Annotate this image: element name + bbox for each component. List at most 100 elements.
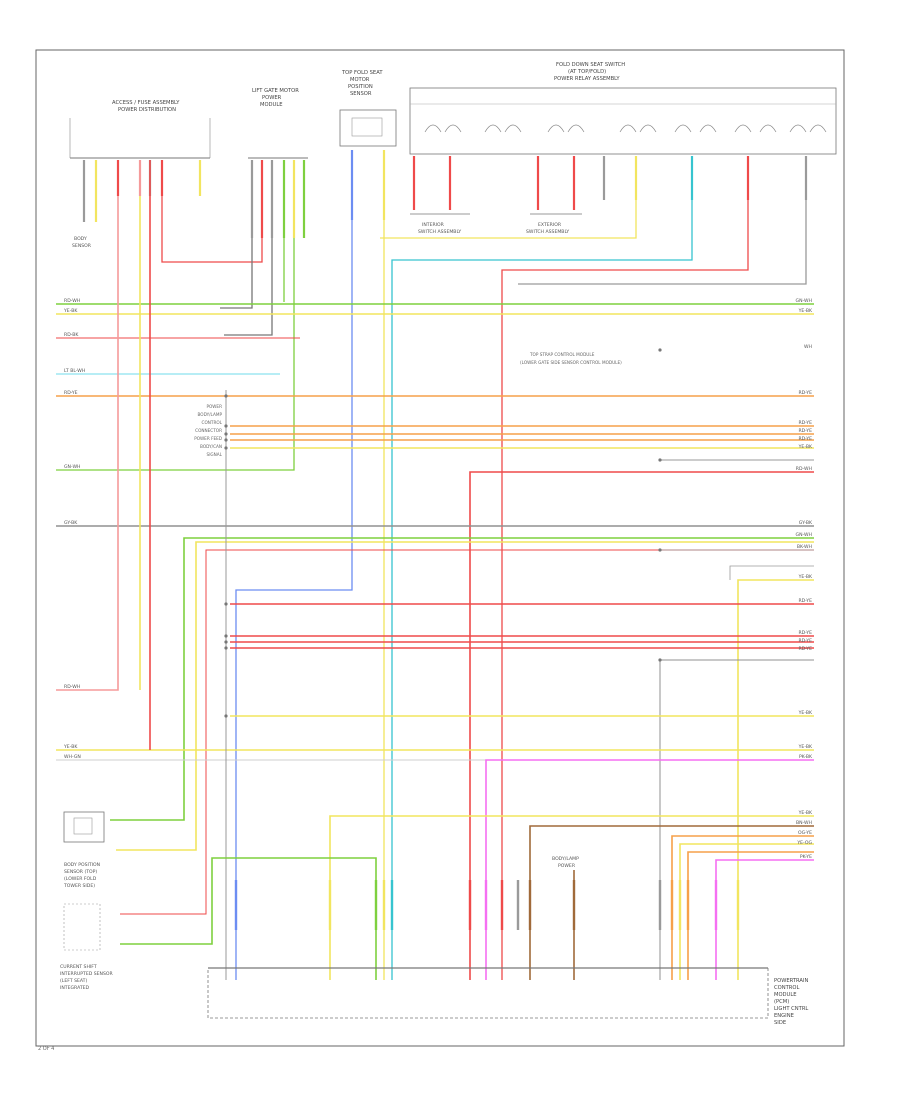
left-label-8: YE-BK <box>63 744 78 750</box>
left-label-9: WH-GN <box>64 754 81 760</box>
center-stack-0: POWER <box>206 404 222 409</box>
lift-gate-title-2: POWER <box>262 95 282 101</box>
right-label-1: YE-BK <box>798 308 813 314</box>
top-wire-stubs <box>82 150 808 238</box>
right-label-10: GN-WH <box>796 532 812 538</box>
body-sensor-label-1: BODY <box>74 236 87 242</box>
left-label-1: YE-BK <box>63 308 78 314</box>
body-position-label-2: SENSOR (TOP) <box>64 869 97 875</box>
left-label-4: RD-YE <box>64 390 78 396</box>
right-label-12: YE-BK <box>798 574 813 580</box>
top-motor-block: TOP FOLD SEAT MOTOR POSITION SENSOR <box>339 70 397 147</box>
right-label-2: WH <box>804 344 812 350</box>
center-bottom-label-1: BODY/LAMP <box>552 856 579 862</box>
right-label-21: BN-WH <box>796 820 812 826</box>
right-label-24: PK-YE <box>800 854 812 860</box>
body-fuse-block: ACCESS / FUSE ASSEMBLY POWER DISTRIBUTIO… <box>69 100 211 159</box>
diagram-frame <box>35 49 845 1047</box>
exterior-switch-label-1: EXTERIOR <box>538 222 562 228</box>
lift-gate-title-3: MODULE <box>260 102 283 108</box>
body-fuse-title-2: POWER DISTRIBUTION <box>118 107 176 113</box>
pcm-title-3: MODULE <box>774 992 797 998</box>
center-stack-3: CONNECTOR <box>195 428 222 433</box>
body-position-sensor: BODY POSITION SENSOR (TOP) (LOWER FOLD T… <box>63 811 105 889</box>
shift-sensor-label-3: (LEFT SEAT) <box>60 978 87 984</box>
center-bottom-component: BODY/LAMP POWER <box>552 856 579 869</box>
midright-note: TOP STRAP CONTROL MODULE (LOWER GATE SID… <box>520 352 622 365</box>
right-label-14: RD-YE <box>798 630 812 636</box>
center-stack-4: POWER FEED <box>194 436 222 441</box>
right-label-4: RD-YE <box>798 420 812 426</box>
left-label-6: GY-BK <box>64 520 78 526</box>
center-stack-2: CONTROL <box>202 420 223 425</box>
midright-note-2: (LOWER GATE SIDE SENSOR CONTROL MODULE) <box>520 360 622 365</box>
right-label-22: OG-YE <box>798 830 812 836</box>
right-label-13: RD-YE <box>798 598 812 604</box>
lift-gate-motor-block: LIFT GATE MOTOR POWER MODULE <box>248 88 308 159</box>
left-label-2: RD-BK <box>64 332 79 338</box>
center-stack-labels: POWER BODY/LAMP CONTROL CONNECTOR POWER … <box>194 404 222 457</box>
left-label-5: GN-WH <box>64 464 80 470</box>
splice-dots <box>224 348 662 718</box>
shift-sensor-label-2: INTERRUPTED SENSOR <box>60 971 114 977</box>
pcm-title-6: ENGINE <box>774 1013 794 1019</box>
pcm-title-4: (PCM) <box>774 999 789 1005</box>
left-label-0: RD-WH <box>64 298 80 304</box>
shift-sensor-label-1: CURRENT SHIFT <box>60 964 97 970</box>
top-motor-title-4: SENSOR <box>350 91 372 97</box>
right-wire-labels: GN-WH YE-BK WH RD-YE RD-YE RD-YE RD-YE Y… <box>796 298 813 860</box>
body-position-label-4: TOWER SIDE) <box>63 883 95 889</box>
right-label-0: GN-WH <box>796 298 812 304</box>
center-bottom-label-2: POWER <box>558 863 576 869</box>
exterior-switch: EXTERIOR SWITCH ASSEMBLY <box>526 213 582 235</box>
right-label-8: RD-WH <box>796 466 812 472</box>
right-label-15: RD-YE <box>798 638 812 644</box>
shift-sensor-label-4: INTEGRATED <box>60 985 90 991</box>
center-stack-1: BODY/LAMP <box>198 412 223 417</box>
right-label-19: PK-BK <box>799 754 813 760</box>
right-label-6: RD-YE <box>798 436 812 442</box>
shift-interrupt-sensor: CURRENT SHIFT INTERRUPTED SENSOR (LEFT S… <box>60 903 114 991</box>
pcm-title-7: SIDE <box>774 1020 786 1026</box>
pcm-title-1: POWERTRAIN <box>774 978 808 984</box>
page-number: 2 OF 4 <box>38 1046 55 1052</box>
fold-switch-title-3: POWER RELAY ASSEMBLY <box>554 76 620 82</box>
left-label-3: LT BL-WH <box>64 368 85 374</box>
right-label-20: YE-BK <box>798 810 813 816</box>
fold-switch-title-2: (AT TOP/FOLD) <box>568 69 606 75</box>
right-label-5: RD-YE <box>798 428 812 434</box>
pcm-title-5: LIGHT CNTRL <box>774 1006 808 1012</box>
pcm-title-2: CONTROL <box>774 985 799 991</box>
interior-switch: INTERIOR SWITCH ASSEMBLY <box>410 213 470 235</box>
bus-wires <box>56 160 814 980</box>
lift-gate-title-1: LIFT GATE MOTOR <box>252 88 299 94</box>
fold-switch-title-1: FOLD DOWN SEAT SWITCH <box>556 62 625 68</box>
right-label-9: GY-BK <box>799 520 813 526</box>
center-stack-6: SIGNAL <box>207 452 223 457</box>
body-sensor-label-2: SENSOR <box>72 243 92 249</box>
center-stack-5: BODY/CAN <box>200 444 222 449</box>
right-label-23: YE-OG <box>796 840 812 846</box>
right-label-18: YE-BK <box>798 744 813 750</box>
body-position-label-1: BODY POSITION <box>64 862 100 868</box>
right-label-3: RD-YE <box>798 390 812 396</box>
left-wire-labels: RD-WH YE-BK RD-BK LT BL-WH RD-YE GN-WH G… <box>63 298 85 760</box>
right-label-17: YE-BK <box>798 710 813 716</box>
midright-note-1: TOP STRAP CONTROL MODULE <box>529 352 595 357</box>
exterior-switch-label-2: SWITCH ASSEMBLY <box>526 229 569 235</box>
body-position-label-3: (LOWER FOLD <box>64 876 97 882</box>
right-label-7: YE-BK <box>798 444 813 450</box>
top-motor-title-3: POSITION <box>348 84 373 90</box>
body-fuse-title-1: ACCESS / FUSE ASSEMBLY <box>112 100 180 106</box>
top-motor-title-2: MOTOR <box>350 77 370 83</box>
pcm-module: POWERTRAIN CONTROL MODULE (PCM) LIGHT CN… <box>207 967 808 1026</box>
interior-switch-label-2: SWITCH ASSEMBLY <box>418 229 461 235</box>
top-motor-title-1: TOP FOLD SEAT <box>341 70 383 76</box>
interior-switch-label-1: INTERIOR <box>422 222 445 228</box>
left-label-7: RD-WH <box>64 684 80 690</box>
body-sensor-left: BODY SENSOR <box>72 236 92 249</box>
top-routing-wires <box>56 196 807 980</box>
fold-down-switch-block: FOLD DOWN SEAT SWITCH (AT TOP/FOLD) POWE… <box>409 62 837 155</box>
right-label-11: BK-WH <box>797 544 812 550</box>
